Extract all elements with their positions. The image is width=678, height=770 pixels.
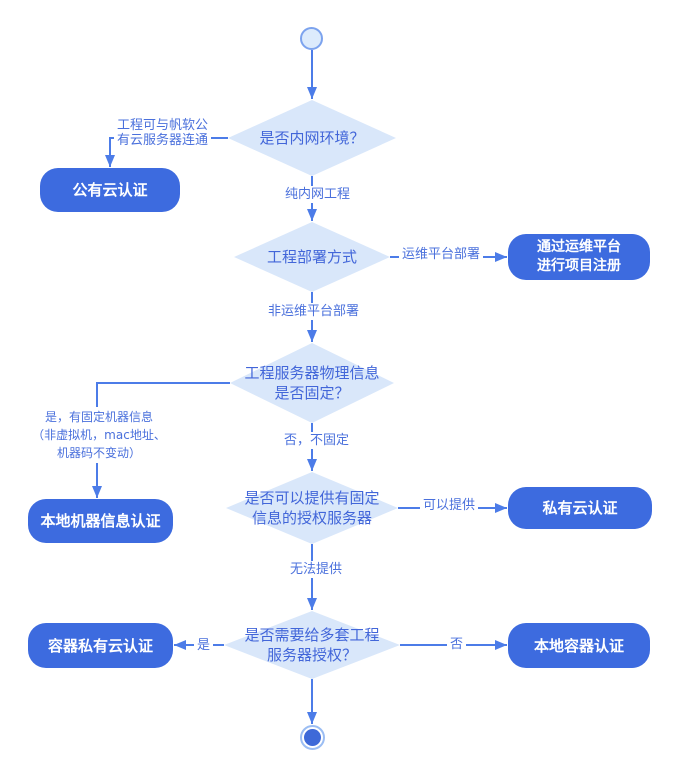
- edge-label-pure-intranet: 纯内网工程: [282, 186, 354, 203]
- edge-label-line: 是: [197, 638, 211, 653]
- edge-label-line: 纯内网工程: [285, 187, 351, 202]
- edge-label-yes: 是: [194, 637, 214, 654]
- edge-label-line: 是，有固定机器信息: [44, 410, 153, 424]
- action-text-line: 私有云认证: [542, 499, 618, 517]
- decision-multi-server-auth: 是否需要给多套工程 服务器授权？: [224, 611, 400, 679]
- action-ops-platform-register: 通过运维平台 进行项目注册: [508, 234, 650, 280]
- decision-intranet-env: 是否内网环境？: [228, 100, 396, 176]
- decision-text-line: 是否可以提供有固定: [244, 489, 380, 507]
- end-node: [300, 725, 325, 750]
- decision-text-line: 是否固定？: [274, 384, 350, 402]
- action-container-private-cloud-auth: 容器私有云认证: [28, 623, 173, 668]
- edge-label-fixed-machine-info: 是，有固定机器信息 （非虚拟机，mac地址、 机器码不变动）: [22, 407, 176, 463]
- edge-label-no: 否: [447, 636, 467, 653]
- edge-label-line: 可以提供: [423, 498, 476, 513]
- decision-deploy-method: 工程部署方式: [234, 222, 390, 292]
- start-node: [300, 27, 323, 50]
- edge-label-line: 工程可与帆软公: [117, 118, 209, 133]
- decision-text-line: 工程服务器物理信息: [244, 364, 380, 382]
- decision-text-line: 是否内网环境？: [259, 129, 365, 147]
- action-text-line: 容器私有云认证: [47, 636, 153, 655]
- action-text-line: 通过运维平台: [537, 239, 621, 255]
- edge-label-public-cloud-condition: 工程可与帆软公 有云服务器连通: [114, 117, 212, 149]
- action-private-cloud-auth: 私有云认证: [508, 487, 652, 529]
- action-text-line: 公有云认证: [72, 181, 148, 199]
- edge-label-non-ops-platform-deploy: 非运维平台部署: [265, 303, 363, 320]
- action-local-container-auth: 本地容器认证: [508, 623, 650, 668]
- edge-label-line: 有云服务器连通: [117, 133, 209, 148]
- decision-text-line: 信息的授权服务器: [251, 509, 372, 527]
- edge-label-line: 否，不固定: [284, 433, 350, 448]
- edge-label-line: （非虚拟机，mac地址、: [32, 428, 166, 442]
- decision-text-line: 是否需要给多套工程: [244, 626, 380, 644]
- edge-label-line: 否: [450, 637, 464, 652]
- edge-label-line: 无法提供: [290, 562, 343, 577]
- edge-label-line: 运维平台部署: [402, 247, 481, 262]
- decision-text-line: 工程部署方式: [266, 248, 357, 266]
- decision-server-info-fixed: 工程服务器物理信息 是否固定？: [230, 343, 394, 423]
- end-node-core: [304, 729, 321, 746]
- action-text-line: 本地容器认证: [533, 636, 624, 655]
- edge-label-cannot-provide: 无法提供: [287, 561, 346, 578]
- edge-label-can-provide: 可以提供: [420, 497, 479, 514]
- edge-label-not-fixed: 否，不固定: [281, 432, 353, 449]
- edge-label-line: 非运维平台部署: [268, 304, 360, 319]
- action-text-line: 本地机器信息认证: [40, 512, 161, 530]
- decision-fixed-auth-server: 是否可以提供有固定 信息的授权服务器: [226, 472, 398, 544]
- edge-label-ops-platform-deploy: 运维平台部署: [399, 246, 484, 263]
- action-text-line: 进行项目注册: [537, 258, 621, 274]
- action-public-cloud-auth: 公有云认证: [40, 168, 180, 212]
- action-local-machine-auth: 本地机器信息认证: [28, 499, 173, 543]
- edge-label-line: 机器码不变动）: [56, 446, 141, 460]
- decision-text-line: 服务器授权？: [266, 646, 357, 664]
